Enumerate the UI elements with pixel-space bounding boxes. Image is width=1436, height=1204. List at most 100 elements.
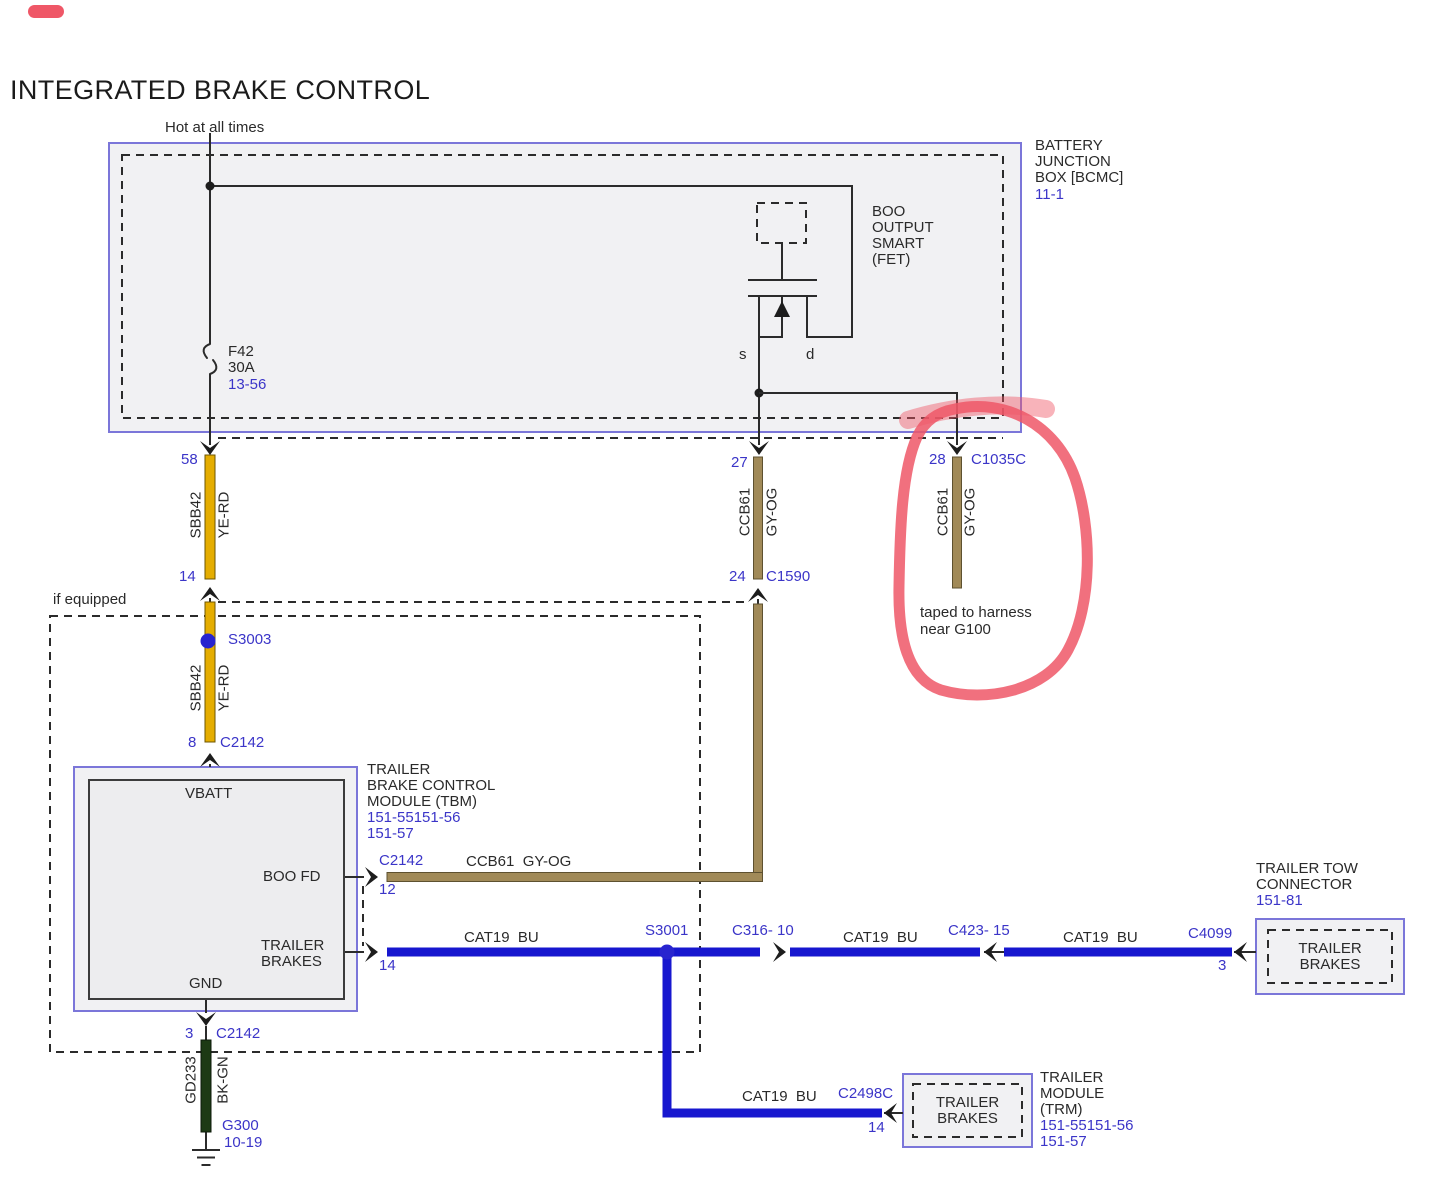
- ground-page-ref-link[interactable]: 10-19: [224, 1134, 263, 1151]
- splice-s3003-link[interactable]: S3003: [228, 631, 272, 648]
- wire-ccb61-main-color-label: GY-OG: [763, 487, 781, 537]
- wire-sbb42-lower: [204, 601, 216, 743]
- bjb-name-line2: JUNCTION: [1035, 153, 1111, 170]
- tow-inner-dashed-border: [1267, 929, 1393, 984]
- bjb-inner-dashed-border: [121, 154, 1004, 419]
- tbm-pin-vbatt-label: VBATT: [185, 785, 233, 802]
- tow-box-line2: BRAKES: [1299, 955, 1361, 973]
- connector-c2498c-link[interactable]: C2498C: [838, 1085, 894, 1102]
- wire-sbb42-upper-color-label: YE-RD: [215, 491, 233, 539]
- if-equipped-dashed-box: [49, 615, 701, 1053]
- tow-name-line1: TRAILER TOW: [1256, 860, 1358, 877]
- fet-label-line2: OUTPUT: [872, 219, 934, 236]
- fet-source-label: s: [739, 346, 747, 363]
- tbm-page-ref-link2[interactable]: 151-57: [367, 825, 414, 842]
- splice-s3001-dot: [659, 944, 675, 960]
- wire-ccb61-inline-label: CCB61 GY-OG: [466, 853, 572, 870]
- trm-trailer-brakes-box-label: TRAILER BRAKES: [913, 1084, 1022, 1137]
- taped-note-line1: taped to harness: [920, 604, 1032, 621]
- connector-c2142-boo-link[interactable]: C2142: [379, 852, 424, 869]
- wire-gd233-circuit-label: GD233: [182, 1056, 200, 1104]
- trm-page-ref-link2[interactable]: 151-57: [1040, 1133, 1087, 1150]
- trm-name-line2: MODULE: [1040, 1085, 1105, 1102]
- fet-label-line4: (FET): [872, 251, 911, 268]
- wire-cat19-label-a: CAT19 BU: [464, 929, 539, 946]
- trm-name-line1: TRAILER: [1040, 1069, 1104, 1086]
- pin-3-tow-label: 3: [1218, 957, 1227, 974]
- fuse-page-ref-link[interactable]: 13-56: [228, 376, 267, 393]
- wire-ccb61-main-circuit-label: CCB61: [736, 487, 754, 537]
- bjb-name-line3: BOX [BCMC]: [1035, 169, 1124, 186]
- connector-c423-link[interactable]: C423- 15: [948, 922, 1010, 939]
- pin-14-label: 14: [179, 568, 196, 585]
- bjb-circuit-lines: [205, 133, 958, 445]
- fet-symbol: [748, 202, 817, 338]
- wire-cat19-label-c: CAT19 BU: [1063, 929, 1138, 946]
- red-annotation-bar: [28, 5, 64, 18]
- pin-27-label: 27: [731, 454, 748, 471]
- bjb-page-ref-link[interactable]: 11-1: [1035, 186, 1064, 203]
- connector-arrows: [196, 441, 1247, 1123]
- wire-cat19-label-b: CAT19 BU: [843, 929, 918, 946]
- connector-c2142-top-link[interactable]: C2142: [220, 734, 265, 751]
- ground-symbol: [192, 1130, 220, 1166]
- pin-58-label: 58: [181, 451, 198, 468]
- wire-gd233-color-label: BK-GN: [214, 1056, 232, 1104]
- pin-8-label: 8: [188, 734, 197, 751]
- connector-c316-link[interactable]: C316- 10: [732, 922, 794, 939]
- connector-c2142-gnd-link[interactable]: C2142: [216, 1025, 261, 1042]
- tbm-pin-trailer-brakes-line2: BRAKES: [261, 953, 322, 970]
- battery-junction-box: [108, 142, 1022, 433]
- trm-name-line3: (TRM): [1040, 1101, 1083, 1118]
- splice-s3001-link[interactable]: S3001: [645, 922, 689, 939]
- trm-page-ref-link1[interactable]: 151-55151-56: [1040, 1117, 1134, 1134]
- wire-ccb61-taped: [952, 456, 962, 589]
- connector-c4099-link[interactable]: C4099: [1188, 925, 1233, 942]
- wire-sbb42-upper: [204, 454, 216, 580]
- tbm-page-ref-link1[interactable]: 151-55151-56: [367, 809, 461, 826]
- wire-ccb61-pin27: [753, 456, 763, 580]
- fuse-id-label: F42: [228, 343, 254, 360]
- fuse-rating-label: 30A: [228, 359, 255, 376]
- annotation-circle: [893, 396, 1093, 701]
- tbm-pin-gnd-label: GND: [189, 975, 223, 992]
- fuse-symbol: [202, 343, 218, 375]
- tbm-name-line2: BRAKE CONTROL: [367, 777, 496, 794]
- tbm-name-line3: MODULE (TBM): [367, 793, 477, 810]
- wire-sbb42-lower-circuit-label: SBB42: [187, 664, 205, 712]
- page-title: INTEGRATED BRAKE CONTROL: [10, 75, 431, 105]
- tbm-module-inner-box: [88, 779, 345, 1000]
- fet-label-line1: BOO: [872, 203, 906, 220]
- connector-c1590-link[interactable]: C1590: [766, 568, 811, 585]
- wire-gd233: [200, 1039, 212, 1133]
- connector-link-dashed-lines: [218, 437, 1003, 946]
- wire-sbb42-lower-color-label: YE-RD: [215, 664, 233, 712]
- pin-3-gnd-label: 3: [185, 1025, 194, 1042]
- tbm-name-line1: TRAILER: [367, 761, 431, 778]
- trm-box-line2: BRAKES: [937, 1109, 998, 1127]
- taped-note-line2: near G100: [920, 621, 991, 638]
- pin-28-label: 28: [929, 451, 946, 468]
- fet-label-line3: SMART: [872, 235, 925, 252]
- pin-14-trm-label: 14: [868, 1119, 885, 1136]
- connector-c1035c-link[interactable]: C1035C: [971, 451, 1027, 468]
- bjb-name-line1: BATTERY: [1035, 137, 1103, 154]
- tow-page-ref-link[interactable]: 151-81: [1256, 892, 1303, 909]
- wire-cat19-main: [387, 947, 1232, 957]
- wire-ccb61-run: [386, 603, 763, 882]
- splice-s3003-dot: [200, 633, 216, 649]
- tbm-pin-trailer-brakes-line1: TRAILER: [261, 937, 325, 954]
- wire-cat19-label-d: CAT19 BU: [742, 1088, 817, 1105]
- trailer-module-box: [902, 1073, 1033, 1148]
- pin-12-label: 12: [379, 881, 396, 898]
- hot-at-all-times-label: Hot at all times: [165, 119, 265, 136]
- pin-14-tbm-label: 14: [379, 957, 396, 974]
- trm-box-line1: TRAILER: [935, 1093, 1000, 1111]
- connector-stub-lines: [205, 598, 1256, 1114]
- ground-g300-link[interactable]: G300: [222, 1117, 259, 1134]
- wire-sbb42-upper-circuit-label: SBB42: [187, 491, 205, 539]
- wire-ccb61-taped-circuit-label: CCB61: [934, 487, 952, 537]
- fet-drain-label: d: [806, 346, 815, 363]
